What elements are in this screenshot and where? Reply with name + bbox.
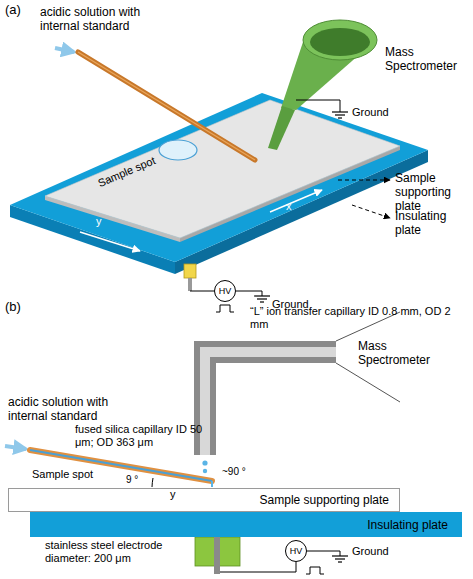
annotation-label: “L” ion transfer capillary ID 0.8 mm, OD… [250,305,455,330]
annotation-label: fused silica capillary ID 50 μm; OD 363 … [75,423,205,448]
sample-spot [159,140,197,160]
x-axis-arrow [270,190,322,212]
ms-outline [336,363,400,402]
annotation-label: ~90 ° [222,466,262,478]
l-capillary-wall [205,352,336,455]
leader-arrow [338,180,390,181]
supporting-plate-3d [45,100,400,242]
plate-top-face [45,100,400,238]
annotation-label: Ground [352,106,402,119]
panel-letter: (b) [5,300,35,315]
insulating-plate-3d [10,93,428,274]
electrode-holder [184,264,196,278]
annotation-label: Mass Spectrometer [358,340,438,368]
wire [307,551,340,556]
flow-arrow [55,48,74,52]
ground-symbol [254,296,270,302]
capillary [78,52,255,160]
liquid-bridge [211,481,213,487]
fused-silica-capillary [30,450,212,481]
leader-arrow [352,205,390,218]
annotation-label: Sample supporting plate [395,172,469,213]
electrode-rod [188,278,192,291]
panel-letter: (a) [5,3,35,18]
ground-symbol [332,112,348,118]
annotation-label: Ground [352,545,402,558]
pulse-symbol [216,305,234,312]
node-text: HV [290,546,303,556]
funnel-tube [268,106,295,150]
funnel-mouth [303,20,377,60]
node-text: HV [219,286,232,296]
hv-supply-circle: HV [214,280,236,302]
annotation-label: acidic solution with internal standard [40,6,180,34]
annotation-label: acidic solution with internal standard [8,396,133,424]
plate-top-face [10,93,428,262]
annotation-label: x [286,200,298,213]
annotation-label: Mass Spectrometer [385,46,467,74]
y-axis-arrow [80,232,140,251]
node-text: Insulating plate [367,518,448,532]
angle-arc [152,478,153,487]
wire [220,562,296,572]
annotation-label: y [96,215,108,228]
ground-symbol [332,556,348,562]
electrode-rod [214,537,220,574]
annotation-label: Insulating plate [395,210,469,238]
l-capillary-bore [205,352,336,455]
node-text: Sample supporting plate [260,493,389,507]
annotation-label: Sample spot [32,468,112,481]
pulse-symbol [306,567,324,574]
ground-wire [296,100,340,112]
supporting-plate: Sample supporting plate [8,488,400,512]
hv-supply-circle: HV [285,540,307,562]
funnel-inner [310,28,370,56]
annotation-label: stainless steel electrode diameter: 200 … [45,539,190,564]
annotation-label: y [170,488,182,501]
annotation-label: 9 ° [126,474,156,486]
flow-arrow [5,446,26,449]
insulating-plate: Insulating plate [30,512,462,537]
wire [190,291,214,292]
droplet [203,469,207,473]
ms-funnel [268,20,377,150]
capillary-highlight [78,52,255,160]
wire [236,291,262,296]
capillary-bore [30,450,212,481]
droplet [202,460,207,465]
